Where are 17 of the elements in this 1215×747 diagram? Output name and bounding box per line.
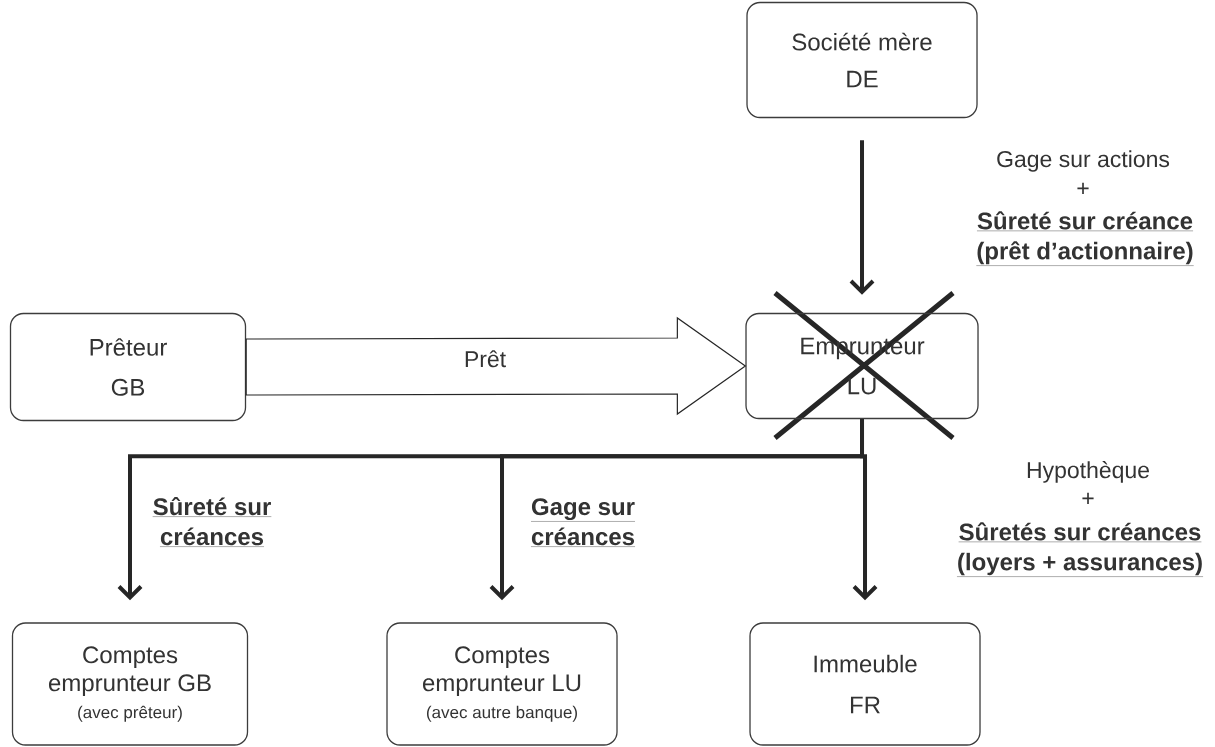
rounded-box: Immeuble FR	[749, 622, 981, 746]
edge-label: Gage sur créances	[512, 484, 654, 549]
arrow	[849, 140, 875, 295]
rounded-box: Comptes emprunteur GB (avec prêteur)	[11, 622, 249, 746]
rounded-box: Prêteur GB	[9, 312, 247, 422]
security-note: Sûretés sur créances (loyers + assurances)	[956, 522, 1204, 577]
rounded-box: Société mère DE	[746, 1, 978, 119]
security-note: Sûreté sur créance (prêt d’actionnaire)	[976, 211, 1194, 266]
plus-sign: +	[1077, 182, 1089, 194]
note-text: Hypothèque	[1027, 461, 1149, 483]
note-text: Gage sur actions	[997, 150, 1170, 172]
rounded-box: Comptes emprunteur LU (avec autre banque)	[386, 622, 618, 746]
edge-label: Sûreté sur créances	[141, 484, 283, 549]
arrow	[852, 419, 878, 601]
block-arrow	[245, 316, 747, 416]
plus-sign: +	[1082, 492, 1094, 504]
edge-label: Prêt	[461, 348, 509, 370]
